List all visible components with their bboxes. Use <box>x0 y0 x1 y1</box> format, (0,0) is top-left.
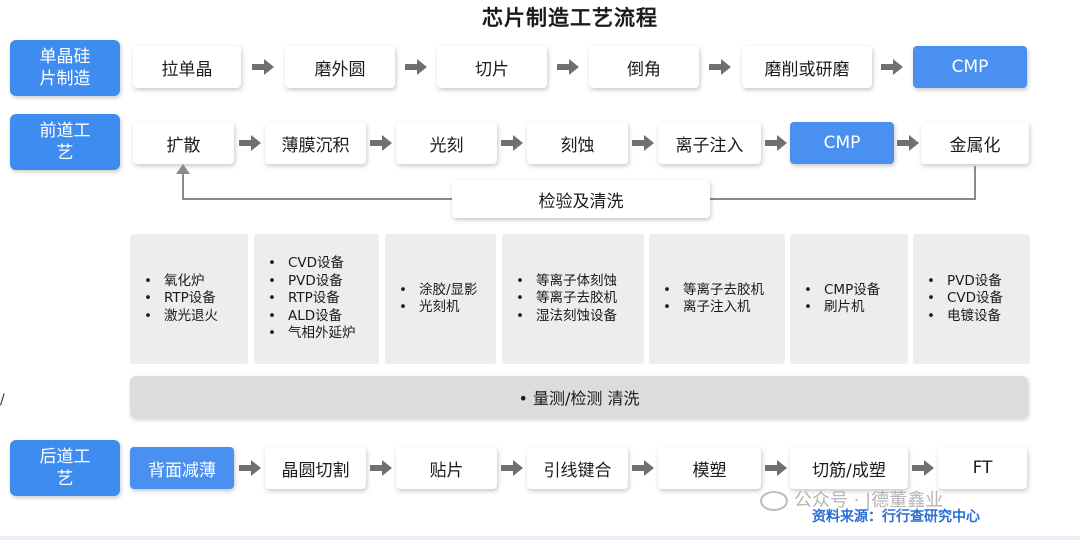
equipment-thin-film: CVD设备 PVD设备 RTP设备 ALD设备 气相外延炉 <box>254 234 379 364</box>
row-label-wafer: 单晶硅片制造 <box>10 40 120 96</box>
list-item: CVD设备 <box>268 255 356 273</box>
step-back-grind: 背面减薄 <box>130 447 234 489</box>
step-chamfer: 倒角 <box>589 46 699 88</box>
list-item: 光刻机 <box>399 299 478 317</box>
row-label-back: 后道工艺 <box>10 440 120 496</box>
step-thin-film: 薄膜沉积 <box>265 122 366 164</box>
step-wire-bond: 引线键合 <box>527 447 628 489</box>
list-item: 电镀设备 <box>927 308 1003 326</box>
list-item: 刷片机 <box>804 299 880 317</box>
arrow-right-icon <box>370 460 392 476</box>
step-front-cmp: CMP <box>790 122 894 164</box>
step-slicing: 切片 <box>437 46 547 88</box>
arrow-right-icon <box>632 135 654 151</box>
list-item: 等离子体刻蚀 <box>516 273 617 291</box>
equipment-etching: 等离子体刻蚀 等离子去胶机 湿法刻蚀设备 <box>502 234 644 364</box>
equipment-diffusion: 氧化炉 RTP设备 激光退火 <box>130 234 248 364</box>
arrow-right-icon <box>501 135 523 151</box>
list-item: 湿法刻蚀设备 <box>516 308 617 326</box>
step-final-test: FT <box>938 447 1027 489</box>
arrow-right-icon <box>881 59 903 75</box>
list-item: 气相外延炉 <box>268 325 356 343</box>
inspection-cleaning-box: 检验及清洗 <box>452 180 710 218</box>
step-grind-lap: 磨削或研磨 <box>742 46 872 88</box>
list-item: 涂胶/显影 <box>399 282 478 300</box>
arrow-right-icon <box>557 59 579 75</box>
list-item: CVD设备 <box>927 290 1003 308</box>
arrow-right-icon <box>897 135 919 151</box>
equipment-ion-implant: 等离子去胶机 离子注入机 <box>649 234 785 364</box>
list-item: 离子注入机 <box>663 299 764 317</box>
row-label-front: 前道工艺 <box>10 114 120 170</box>
arrow-right-icon <box>765 135 787 151</box>
wechat-icon <box>760 491 788 511</box>
list-item: 氧化炉 <box>144 273 218 291</box>
arrow-right-icon <box>501 460 523 476</box>
step-die-attach: 贴片 <box>396 447 497 489</box>
list-item: CMP设备 <box>804 282 880 300</box>
arrow-right-icon <box>912 460 934 476</box>
equipment-cmp: CMP设备 刷片机 <box>790 234 908 364</box>
step-ion-implant: 离子注入 <box>658 122 761 164</box>
list-item: 激光退火 <box>144 308 218 326</box>
step-etching: 刻蚀 <box>527 122 628 164</box>
step-molding: 模塑 <box>658 447 761 489</box>
list-item: ALD设备 <box>268 308 356 326</box>
step-grind-od: 磨外圆 <box>285 46 395 88</box>
arrow-right-icon <box>405 59 427 75</box>
source-note: 资料来源：行行查研究中心 <box>812 509 980 525</box>
arrow-right-icon <box>252 59 274 75</box>
arrow-right-icon <box>765 460 787 476</box>
page-title: 芯片制造工艺流程 <box>482 6 658 30</box>
arrow-right-icon <box>632 460 654 476</box>
arrow-right-icon <box>709 59 731 75</box>
list-item: 等离子去胶机 <box>516 290 617 308</box>
arrow-right-icon <box>239 460 261 476</box>
equipment-lithography: 涂胶/显影 光刻机 <box>385 234 496 364</box>
arrow-right-icon <box>370 135 392 151</box>
edge-mark: / <box>0 392 5 408</box>
list-item: 等离子去胶机 <box>663 282 764 300</box>
watermark: 公众号 · |德董鑫业 <box>760 486 943 512</box>
metrology-cleaning-bar: • 量测/检测 清洗 <box>130 376 1028 418</box>
arrow-right-icon <box>239 135 261 151</box>
step-lithography: 光刻 <box>396 122 497 164</box>
step-wafer-cmp: CMP <box>913 46 1027 88</box>
step-dicing: 晶圆切割 <box>265 447 366 489</box>
list-item: PVD设备 <box>268 273 356 291</box>
equipment-metallization: PVD设备 CVD设备 电镀设备 <box>913 234 1030 364</box>
bottom-divider <box>0 536 1080 540</box>
step-diffusion: 扩散 <box>133 122 234 164</box>
step-pull-crystal: 拉单晶 <box>133 46 241 88</box>
list-item: RTP设备 <box>144 290 218 308</box>
list-item: PVD设备 <box>927 273 1003 291</box>
step-metallization: 金属化 <box>921 122 1029 164</box>
step-trim-form: 切筋/成塑 <box>790 447 908 489</box>
list-item: RTP设备 <box>268 290 356 308</box>
